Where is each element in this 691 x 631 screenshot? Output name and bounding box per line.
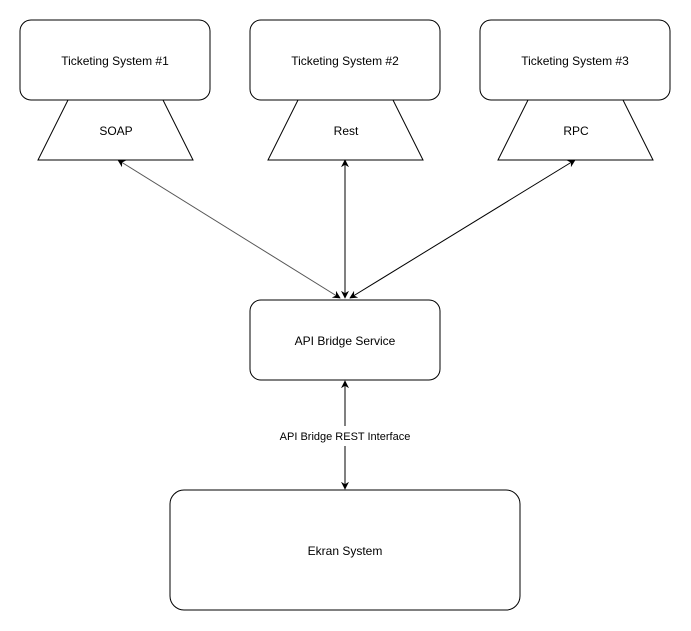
ekran-label: Ekran System bbox=[308, 544, 383, 558]
connector-soap-bridge bbox=[117, 159, 341, 299]
protocol-label-rest: Rest bbox=[334, 124, 359, 138]
system-label-1: Ticketing System #1 bbox=[61, 54, 169, 68]
ticketing-system-3: Ticketing System #3 RPC bbox=[479, 19, 671, 161]
system-box-1 bbox=[19, 19, 211, 101]
interface-label: API Bridge REST Interface bbox=[280, 431, 411, 443]
connector-rpc-bridge bbox=[349, 159, 576, 299]
ekran-box bbox=[169, 489, 521, 611]
bridge-box bbox=[249, 299, 441, 381]
ticketing-system-2: Ticketing System #2 Rest bbox=[249, 19, 441, 161]
system-box-3 bbox=[479, 19, 671, 101]
system-box-2 bbox=[249, 19, 441, 101]
ekran-system: Ekran System bbox=[169, 489, 521, 611]
protocol-label-soap: SOAP bbox=[99, 124, 132, 138]
api-bridge-service: API Bridge Service bbox=[249, 299, 441, 381]
system-label-3: Ticketing System #3 bbox=[521, 54, 629, 68]
ticketing-system-1: Ticketing System #1 SOAP bbox=[19, 19, 211, 161]
protocol-label-rpc: RPC bbox=[563, 124, 589, 138]
system-label-2: Ticketing System #2 bbox=[291, 54, 399, 68]
bridge-label: API Bridge Service bbox=[295, 334, 396, 348]
